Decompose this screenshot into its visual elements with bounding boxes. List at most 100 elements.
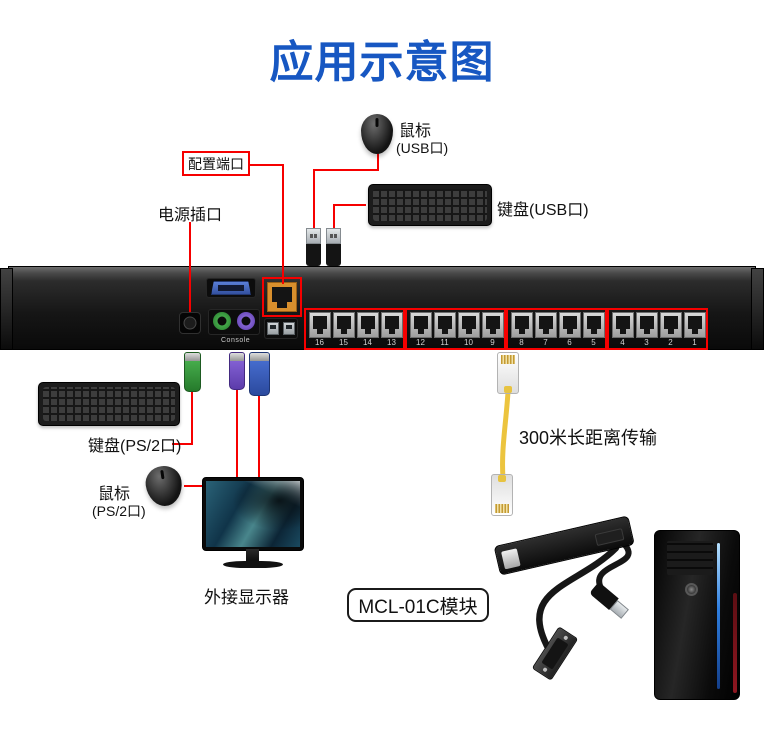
ps2-keyboard-image [38,382,180,426]
rj45-jack [683,312,706,338]
rj45-port: 13 [380,312,403,348]
rj45-port: 6 [558,312,581,348]
connector-collar [230,353,244,361]
rj45-port: 16 [308,312,331,348]
keyboard-usb-line [333,204,366,229]
mouse-ps2-port-label: (PS/2口) [92,503,146,519]
config-rj45-port [267,282,297,312]
monitor-base [223,561,283,568]
connector-collar [185,353,200,361]
rj45-boot [504,386,512,393]
port-number: 6 [567,338,572,347]
rj45-port: 2 [659,312,682,348]
usb-port-2 [283,322,295,335]
vga-port [211,281,251,295]
rj45-jack [534,312,557,338]
rj45-jack [481,312,504,338]
rj45-pins [495,504,509,513]
long-distance-label: 300米长距离传输 [519,428,658,448]
rj45-port: 12 [409,312,432,348]
config-port-label: 配置端口 [182,151,250,176]
port-number: 3 [644,338,649,347]
mouse-usb-label: 鼠标 [399,123,432,140]
rj45-jack [635,312,658,338]
rack-ear-right [751,268,764,350]
rj45-port: 1 [683,312,706,348]
power-socket-label: 电源插口 [158,207,223,224]
monitor-screen [206,481,300,547]
port-number: 15 [339,338,348,347]
rj45-port: 3 [635,312,658,348]
mouse-usb-port-label: (USB口) [396,140,449,156]
ps2-mouse-port [237,312,255,330]
pc-tower-image [654,530,740,700]
port-number: 12 [416,338,425,347]
rj45-port: 10 [457,312,480,348]
keyboard-keys [373,189,487,221]
rj45-jack [409,312,432,338]
vga-blue-connector [249,352,270,396]
tower-power-button [685,583,698,596]
external-monitor-image [202,477,304,551]
console-ports-label: Console [221,337,251,344]
rj45-port: 15 [332,312,355,348]
rj45-jack [332,312,355,338]
port-group-3: 8 7 6 5 [506,308,607,350]
rj45-jack [308,312,331,338]
rj45-port: 9 [481,312,504,348]
rj45-jack [558,312,581,338]
port-number: 1 [692,338,697,347]
external-monitor-label: 外接显示器 [204,588,289,607]
rj45-boot [498,475,506,482]
usb-plug-body [306,244,321,266]
port-number: 8 [519,338,524,347]
rj45-jack [659,312,682,338]
port-number: 5 [591,338,596,347]
rj45-pins [501,355,515,364]
ps2-mouse-image [143,463,185,509]
mouse-ps2-line [184,390,238,487]
module-usb-connector [589,581,631,620]
tower-red-accent [733,593,737,693]
rj45-connector-bottom [491,474,513,516]
usb-connector-1 [306,228,321,266]
rj45-port: 4 [611,312,634,348]
usb-keyboard-image [368,184,492,226]
port-number: 11 [440,338,449,347]
rj45-port: 11 [433,312,456,348]
usb-plug-body [326,244,341,266]
monitor-neck [246,549,259,562]
rj45-port: 8 [510,312,533,348]
port-group-1: 16 15 14 13 [304,308,405,350]
page-title: 应用示意图 [269,38,495,87]
mouse-ps2-label: 鼠标 [98,486,131,503]
rj45-jack [457,312,480,338]
port-number: 10 [464,338,473,347]
usb-port-1 [267,322,279,335]
port-number: 13 [387,338,396,347]
keyboard-usb-label: 键盘(USB口) [497,202,589,219]
port-group-4: 4 3 2 1 [607,308,708,350]
usb-metal-shield [326,228,341,244]
rj45-jack [510,312,533,338]
rj45-port: 14 [356,312,379,348]
port-number: 4 [620,338,625,347]
rj45-jack [611,312,634,338]
port-number: 7 [543,338,548,347]
yellow-extension-cable [500,389,511,481]
rack-ear-left [0,268,13,350]
ps2-purple-connector [229,352,245,390]
rj45-port: 7 [534,312,557,348]
rj45-connector-top [497,352,519,394]
ps2-green-connector [184,352,201,392]
usb-mouse-image [361,114,393,154]
mcl-01c-module-image [493,515,635,576]
module-vga-connector [531,626,579,681]
port-group-2: 12 11 10 9 [405,308,506,350]
drive-bays [667,541,713,575]
keyboard-keys [43,387,175,421]
connector-collar [250,353,269,361]
port-number: 14 [363,338,372,347]
power-inlet-port [179,312,201,334]
